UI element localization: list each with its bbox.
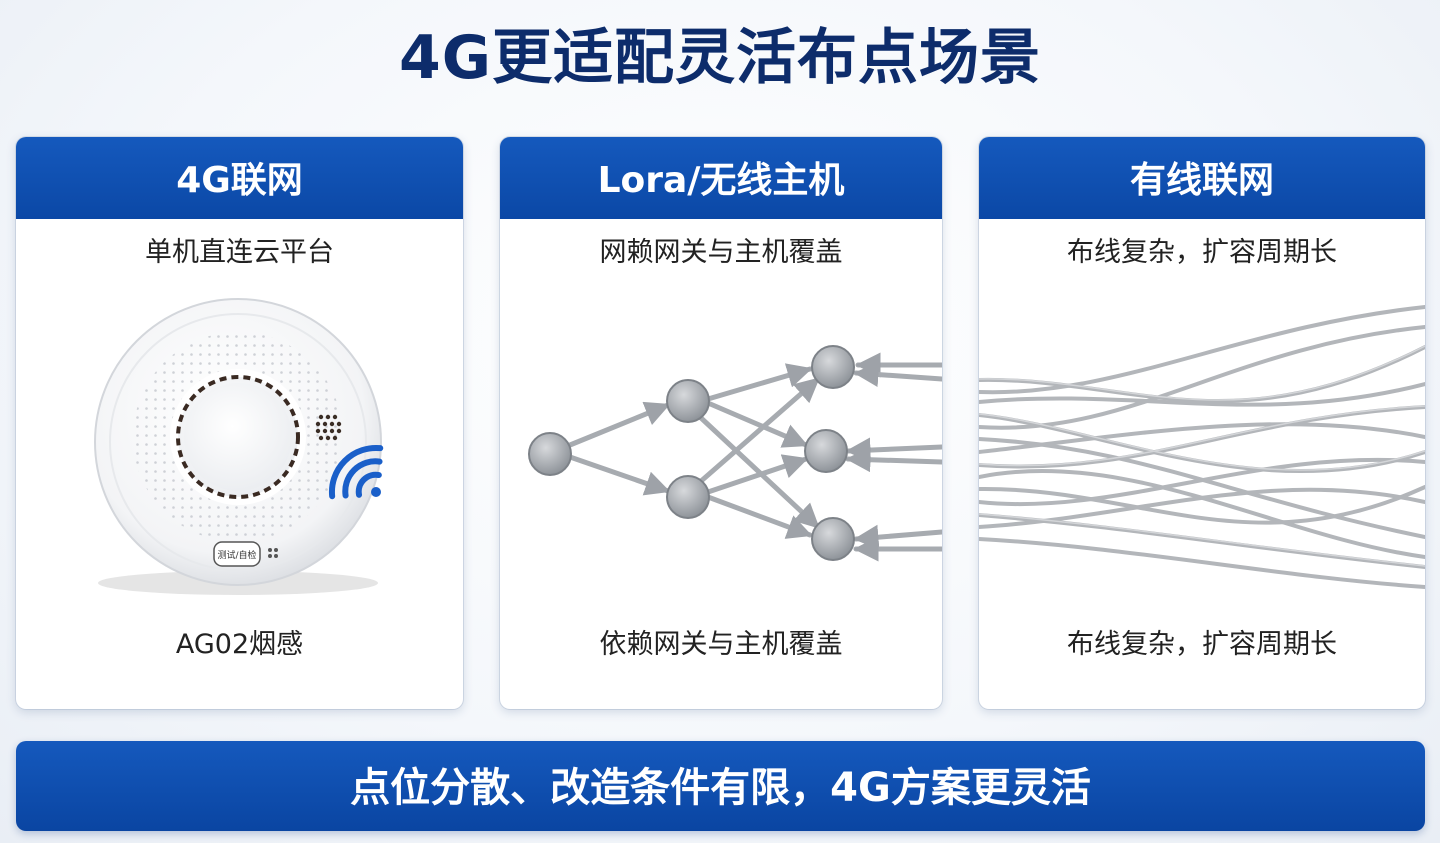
device-test-button-label: 测试/自检 [217,549,256,561]
card-wired-subtitle: 布线复杂，扩容周期长 [1067,237,1337,268]
network-nodes-icon [528,345,942,562]
card-lora-footer: 依赖网关与主机覆盖 [599,629,843,660]
card-4g-header: 4G联网 [16,137,463,219]
smoke-detector-image: 测试/自检 [16,287,463,617]
card-wired-footer: 布线复杂，扩容周期长 [1067,629,1337,660]
page-title: 4G更适配灵活布点场景 [399,23,1041,93]
card-lora: Lora/无线主机 网赖网关与主机覆盖 [500,137,942,709]
summary-banner: 点位分散、改造条件有限，4G方案更灵活 [16,741,1425,831]
card-wired-header: 有线联网 [979,137,1425,219]
card-4g-subtitle: 单机直连云平台 [145,237,334,268]
smoke-detector-icon: 测试/自检 [94,298,384,595]
card-lora-subtitle: 网赖网关与主机覆盖 [599,237,843,268]
tangled-cables-image [979,287,1425,617]
wifi-signal-icon [328,444,384,500]
card-4g: 4G联网 单机直连云平台 [16,137,463,709]
cables-icon [979,305,1425,589]
card-lora-header: Lora/无线主机 [500,137,942,219]
card-4g-footer: AG02烟感 [175,629,304,660]
card-wired: 有线联网 布线复杂，扩容周期长 [979,137,1425,709]
network-nodes-diagram [500,287,942,617]
